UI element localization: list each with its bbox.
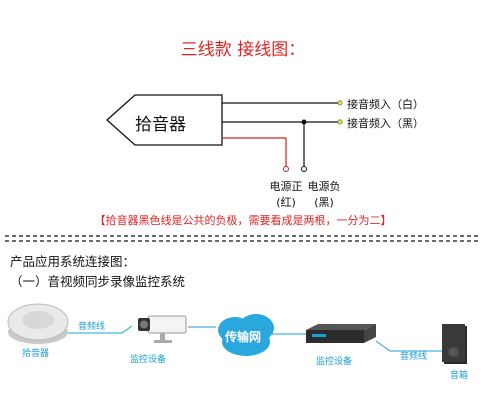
section-title: 产品应用系统连接图：: [10, 254, 136, 269]
speaker-label: 音箱: [450, 371, 469, 381]
audio-line-label-2: 音频线: [400, 352, 428, 362]
link-recorder-speaker: [375, 340, 442, 352]
pickup-device-shape: [106, 94, 223, 146]
power-pos-label-line1: 电源正: [269, 180, 303, 193]
power-neg-label-line2: (黑): [314, 196, 334, 209]
wire-white-label: 接音频入（白）: [347, 98, 424, 111]
network-cloud-icon: [218, 314, 274, 356]
speaker-icon: [442, 324, 467, 364]
device-label: 拾音器: [135, 115, 186, 135]
power-pos-label: 电源正 (红): [264, 178, 308, 210]
subsection-title: （一）音视频同步录像监控系统: [10, 274, 186, 289]
diagram-title: 三线款 接线图：: [180, 40, 306, 60]
power-neg-terminal: [301, 166, 307, 172]
wire-black-label: 接音频入（黑）: [347, 117, 424, 130]
mic-icon-grille: [22, 311, 54, 329]
power-neg-label-line1: 电源负: [307, 180, 341, 193]
power-pos-label-line2: (红): [276, 196, 296, 209]
note-text: 【拾音器黑色线是公共的负极，需要看成是两根，一分为二】: [94, 214, 392, 227]
network-label: 传输网: [225, 330, 262, 344]
power-neg-label: 电源负 (黑): [302, 178, 346, 210]
power-pos-terminal: [283, 166, 289, 172]
link-mic-camera: [68, 325, 133, 334]
camera-label: 监控设备: [130, 355, 167, 365]
recorder-label: 监控设备: [316, 357, 353, 367]
wire-white-terminal: [337, 100, 343, 106]
audio-line-label-1: 音频线: [78, 322, 106, 332]
camera-icon: [138, 315, 187, 343]
wire-black-terminal: [337, 119, 343, 125]
mic-label: 拾音器: [22, 349, 50, 359]
recorder-icon: [306, 324, 376, 343]
